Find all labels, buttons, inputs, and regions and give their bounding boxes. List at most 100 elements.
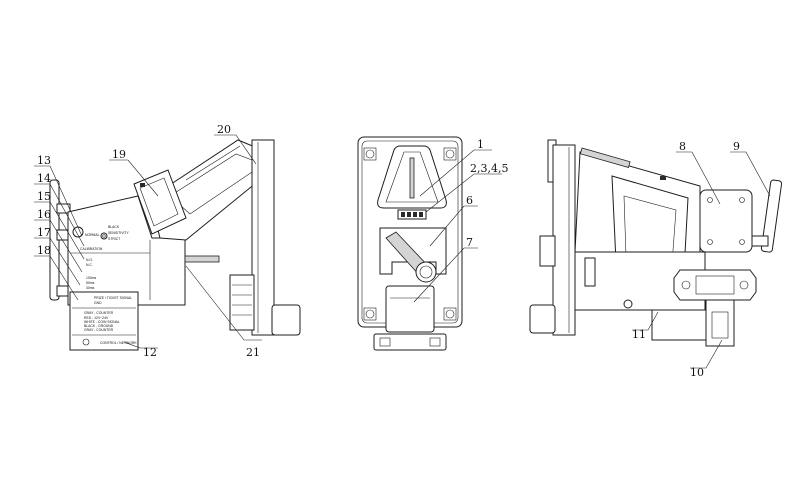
return-button [415,261,437,283]
label-no: N.O. [86,258,93,262]
label-strict: STRICT [108,237,120,241]
indicator-led-3 [413,212,417,217]
coin-slot-funnel [385,151,439,203]
front-bottom-base [373,333,447,351]
indicator-led-2 [407,212,411,217]
left-mounting-plate [251,139,275,336]
right-bottom-plug [705,299,735,347]
right-bottom-box [651,309,707,341]
callout-17: 17 [37,226,51,239]
callout-9: 9 [733,140,740,153]
callout-19: 19 [112,148,126,161]
right-mounting-bracket [673,269,757,301]
callout-10: 10 [690,366,704,379]
callout-6: 6 [466,194,473,207]
right-housing-screw [623,299,633,309]
leader-lines [34,134,771,369]
label-normal: NORMAL [85,233,100,237]
left-knob-small [100,232,108,240]
left-rear-plug [271,304,301,336]
leader-14 [34,183,85,247]
return-button-inner [419,265,433,279]
callout-21: 21 [246,346,260,359]
leader-10 [690,339,723,369]
right-sensor-module [699,189,753,253]
leader-8 [676,151,721,205]
callout-2345: 2,3,4,5 [470,162,508,175]
left-chute-rib [185,145,241,181]
front-base-tab-right [429,337,441,347]
coin-return-cup [385,285,435,333]
right-chute-marker [660,176,666,180]
callout-18: 18 [37,244,51,257]
leader-16 [34,219,83,273]
left-side-view: BLACK NORMAL SENSITIVITY STRICT CALIBRAT… [49,139,301,351]
front-screw-tr-box [443,147,457,161]
leader-19 [109,159,159,197]
leader-12 [123,341,158,349]
right-side-view [529,139,783,347]
indicator-led-4 [419,212,423,217]
callout-20: 20 [217,123,231,136]
label-black: BLACK [108,225,120,229]
leader-6 [429,205,478,247]
module-hole-tl [707,197,713,203]
right-side-connector [584,257,596,287]
label-wire-gray: GRAY - COUNTER [84,328,114,332]
callout-13: 13 [37,154,51,167]
left-label-sticker [69,291,139,351]
label-wire-gray-top: GRAY - COUNTER [84,311,114,315]
left-dip-strip [184,255,220,263]
label-sensitivity: SENSITIVITY [108,231,129,235]
leader-21 [185,265,262,341]
leader-9 [730,151,771,197]
callout-7: 7 [466,236,473,249]
front-view [357,136,463,351]
front-screw-tl-box [363,147,377,161]
leader-20 [214,134,257,165]
left-coin-entry-inner [139,177,179,227]
callout-14: 14 [37,172,51,185]
right-mounting-plate [552,144,576,336]
left-knob-small-inner [102,234,106,238]
leader-15 [34,201,85,260]
front-base-tab-left [379,337,391,347]
front-screw-br-box [443,307,457,321]
front-screw-br [445,309,455,319]
label-wire-black: BLACK - GROUND [84,324,114,328]
leader-2345 [425,173,502,213]
label-speed-slow: 30ms [86,286,95,290]
callout-12: 12 [143,346,157,359]
bracket-window [695,275,735,295]
bracket-hole-right [739,280,749,290]
label-speed-fast: 100ms [86,276,96,280]
left-coin-entry-marker [140,183,145,187]
right-antenna-mount [751,235,769,247]
right-antenna [760,179,783,253]
module-hole-bl [707,239,713,245]
callout-11: 11 [632,328,646,341]
leader-1 [419,149,492,197]
leader-17 [34,237,81,286]
label-prize-signal: PRIZE / TICKET SIGNAL [94,296,132,300]
leader-18 [34,255,79,301]
front-screw-bl [365,309,375,319]
label-gnd: GND [94,301,102,305]
indicator-window [397,209,427,220]
bracket-hole-left [681,280,691,290]
callout-1: 1 [477,138,484,151]
label-control-network: CONTROL / NETWORK [100,341,137,345]
left-connector-block [229,274,255,331]
leader-11 [632,311,659,331]
label-nc: N.C. [86,263,93,267]
callout-8: 8 [679,140,686,153]
front-screw-tr [445,149,455,159]
label-calibration: CALIBRATION [80,247,103,251]
indicator-led-1 [401,212,405,217]
callout-16: 16 [37,208,51,221]
right-bottom-plug-inner [711,311,729,339]
module-hole-br [739,239,745,245]
sticker-hole [82,338,90,346]
left-coin-entry [133,169,187,235]
